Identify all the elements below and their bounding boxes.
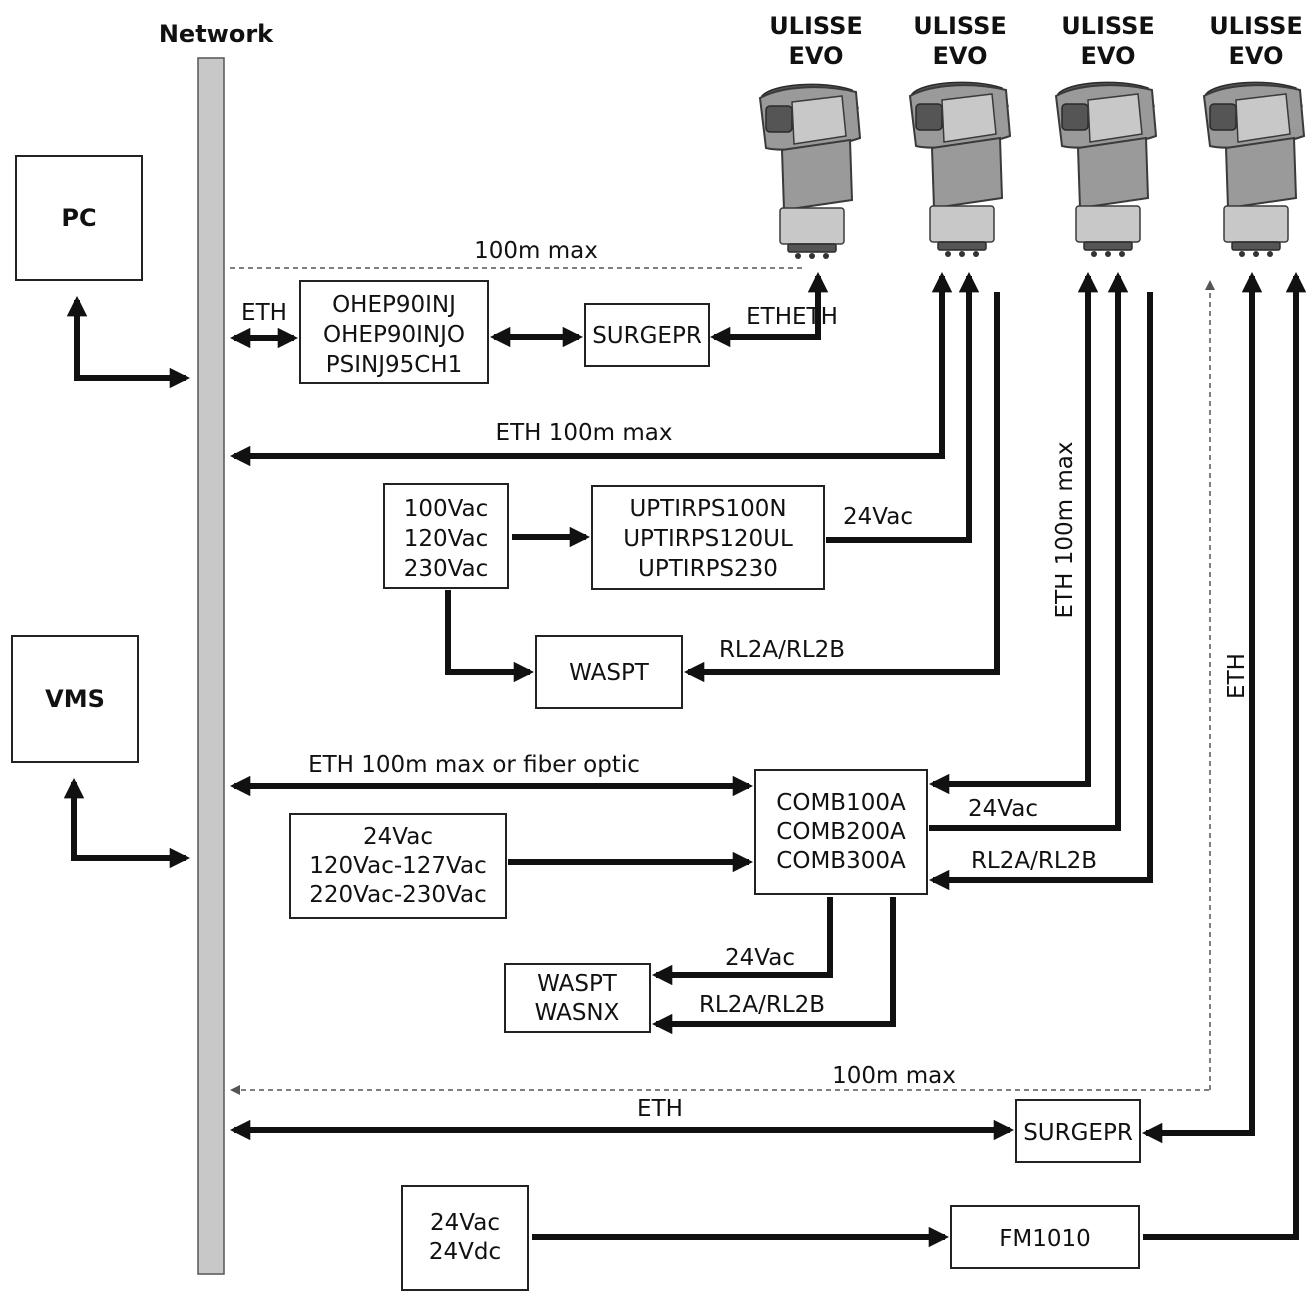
vac24-label-c: 24Vac [968, 796, 1038, 822]
comb-model-1: COMB100A [776, 790, 906, 816]
injector-model-1: OHEP90INJ [332, 292, 456, 318]
mains-b-box [289, 813, 507, 919]
eth-100m-label: ETH 100m max [496, 420, 673, 446]
pc-network-link [66, 295, 191, 389]
mains-a-box [383, 483, 509, 589]
link-uptirps-camera-2 [826, 271, 980, 543]
link-camera-4-surgepr [1141, 271, 1263, 1144]
vms-box [11, 635, 139, 763]
waspt-b-box [504, 963, 651, 1033]
camera-4-subtitle: EVO [1229, 42, 1284, 70]
comb-model-3: COMB300A [776, 848, 906, 874]
link-camera-3-comb-eth [928, 271, 1099, 795]
mains-b-line-2: 120Vac-127Vac [309, 853, 486, 879]
waspt-b-line-2: WASNX [535, 1000, 620, 1026]
mains-b-line-1: 24Vac [363, 824, 433, 850]
rl-label-a: RL2A/RL2B [719, 637, 845, 663]
camera-2-icon [909, 81, 1011, 259]
vac24-label-b: 24Vac [725, 945, 795, 971]
uptirps-model-2: UPTIRPS120UL [623, 526, 793, 552]
distance-label-bottom: 100m max [832, 1063, 956, 1089]
injector-model-2: OHEP90INJO [323, 322, 465, 348]
link-comb-waspt-relay [651, 897, 896, 1035]
comb-model-2: COMB200A [776, 819, 906, 845]
eth-bottom-label: ETH [637, 1096, 683, 1122]
distance-line-bottom-arrow [1205, 280, 1215, 290]
camera-4: ULISSE EVO [1203, 12, 1305, 259]
link-comb-waspt-24vac [651, 897, 833, 986]
surgepr-bottom-label: SURGEPR [1023, 1120, 1133, 1146]
uptirps-box [591, 485, 825, 590]
camera-1-title: ULISSE [769, 12, 863, 40]
pc-box [15, 155, 143, 281]
waspt-b-line-1: WASPT [537, 971, 618, 997]
camera-1-subtitle: EVO [789, 42, 844, 70]
mains-c-line-2: 24Vdc [429, 1239, 501, 1265]
camera-2-subtitle: EVO [933, 42, 988, 70]
eth-fiber-label: ETH 100m max or fiber optic [308, 752, 640, 778]
camera-3-title: ULISSE [1061, 12, 1155, 40]
mains-a-line-1: 100Vac [404, 496, 489, 522]
vms-label: VMS [45, 685, 105, 713]
mains-c-box [401, 1185, 529, 1291]
camera-3: ULISSE EVO [1055, 12, 1157, 259]
mains-b-line-3: 220Vac-230Vac [309, 882, 486, 908]
camera-2: ULISSE EVO [909, 12, 1011, 259]
waspt-a-label: WASPT [569, 660, 650, 686]
rl-label-b: RL2A/RL2B [699, 992, 825, 1018]
comb-box [754, 769, 928, 895]
vms-network-link [63, 777, 191, 869]
vac24-label-a: 24Vac [843, 504, 913, 530]
fm1010-box [950, 1205, 1140, 1269]
camera-3-icon [1055, 81, 1157, 259]
eth-vertical-right-label: ETH [1224, 653, 1250, 699]
injector-model-3: PSINJ95CH1 [326, 352, 463, 378]
link-fm1010-camera-4 [1143, 271, 1307, 1240]
pc-label: PC [61, 204, 96, 232]
distance-label-top: 100m max [474, 238, 598, 264]
distance-line-bottom-left-arrow [230, 1085, 240, 1095]
camera-1: ULISSE EVO [759, 12, 863, 261]
camera-2-title: ULISSE [913, 12, 1007, 40]
link-mains-a-waspt [445, 590, 535, 683]
mains-c-line-1: 24Vac [430, 1210, 500, 1236]
mains-a-line-2: 120Vac [404, 526, 489, 552]
uptirps-model-3: UPTIRPS230 [638, 556, 778, 582]
link-comb-camera-3-24vac [929, 271, 1129, 831]
fm1010-label: FM1010 [999, 1226, 1091, 1252]
link-camera-2-waspt [683, 292, 1000, 683]
camera-3-subtitle: EVO [1081, 42, 1136, 70]
camera-4-icon [1203, 81, 1305, 259]
rl-label-c: RL2A/RL2B [971, 848, 1097, 874]
eth-eth-label: ETHETH [746, 304, 838, 330]
camera-4-title: ULISSE [1209, 12, 1303, 40]
network-label: Network [159, 20, 274, 48]
mains-a-line-3: 230Vac [404, 556, 489, 582]
waspt-a-box [535, 635, 683, 709]
uptirps-model-1: UPTIRPS100N [629, 496, 786, 522]
eth-label-left: ETH [241, 300, 287, 326]
camera-1-icon [759, 83, 861, 261]
network-bus [197, 57, 225, 1275]
surgepr-bottom-box [1015, 1099, 1141, 1163]
surgepr-top-label: SURGEPR [592, 323, 702, 349]
eth-vertical-label: ETH 100m max [1052, 442, 1078, 619]
